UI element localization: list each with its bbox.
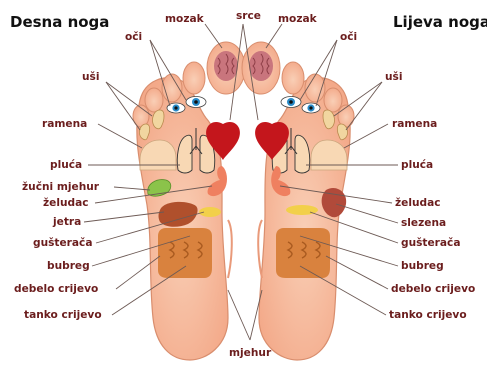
label-ramena-left: ramena bbox=[42, 118, 87, 130]
label-pluca-right: pluća bbox=[401, 159, 433, 171]
label-srce: srce bbox=[236, 10, 261, 22]
label-bubreg-left: bubreg bbox=[47, 260, 90, 272]
pancreas-icon bbox=[199, 207, 221, 217]
label-slezena: slezena bbox=[401, 217, 446, 229]
right-toe-2 bbox=[183, 62, 205, 94]
label-zeludac-left: želudac bbox=[43, 197, 89, 209]
label-debelo-crijevo-left: debelo crijevo bbox=[14, 283, 98, 295]
intestine-icon bbox=[276, 228, 330, 278]
label-tanko-crijevo-right: tanko crijevo bbox=[389, 309, 467, 321]
label-oci-right: oči bbox=[340, 31, 357, 43]
label-tanko-crijevo-left: tanko crijevo bbox=[24, 309, 102, 321]
label-oci-left: oči bbox=[125, 31, 142, 43]
label-ramena-right: ramena bbox=[392, 118, 437, 130]
left-foot bbox=[242, 42, 354, 360]
title-right-foot: Desna noga bbox=[10, 13, 109, 31]
eye-icon bbox=[186, 97, 206, 108]
intestine-icon bbox=[158, 228, 212, 278]
label-pluca-left: pluća bbox=[50, 159, 82, 171]
left-toe-2 bbox=[282, 62, 304, 94]
label-zucni-mjehur: žučni mjehur bbox=[22, 181, 100, 193]
label-usi-left: uši bbox=[82, 71, 99, 83]
eye-icon bbox=[281, 97, 301, 108]
label-debelo-crijevo-right: debelo crijevo bbox=[391, 283, 475, 295]
left-foot-sole bbox=[259, 78, 350, 360]
label-mozak-right: mozak bbox=[278, 13, 318, 25]
label-zeludac-right: želudac bbox=[395, 197, 441, 209]
title-left-foot: Lijeva noga bbox=[393, 13, 487, 31]
label-bubreg-right: bubreg bbox=[401, 260, 444, 272]
eye-icon bbox=[302, 103, 320, 113]
label-gusteraca-left: gušterača bbox=[33, 237, 92, 249]
label-jetra: jetra bbox=[52, 216, 81, 228]
right-toe-4 bbox=[145, 88, 163, 112]
left-toe-4 bbox=[324, 88, 342, 112]
ureter-line bbox=[228, 220, 232, 278]
label-usi-right: uši bbox=[385, 71, 402, 83]
label-mozak-left: mozak bbox=[165, 13, 205, 25]
label-gusteraca-right: gušterača bbox=[401, 237, 460, 249]
label-mjehur: mjehur bbox=[229, 347, 272, 359]
right-foot bbox=[133, 42, 245, 360]
